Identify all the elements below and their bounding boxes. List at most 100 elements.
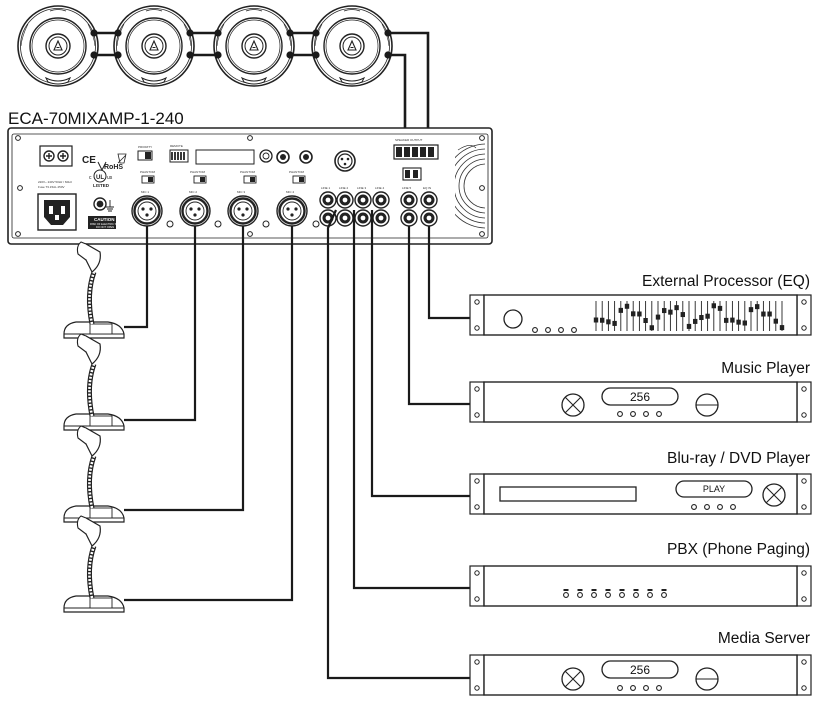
pbx-button-top: [563, 589, 569, 591]
rohs-mark: RoHS: [104, 164, 123, 171]
ceiling-speaker-icon: [311, 5, 393, 87]
device-label-media: Media Server: [718, 630, 810, 647]
rca-jack-icon: [372, 209, 390, 227]
media-server-display: 256: [630, 663, 650, 677]
mic-input-3-jack: [226, 194, 260, 228]
wire-terminals: [90, 29, 392, 59]
eq-slider-knob: [612, 320, 617, 326]
listed-mark: LISTED: [93, 183, 110, 188]
pbx-button: [605, 592, 611, 598]
ul-us-mark: us: [107, 175, 113, 181]
eq-slider-knob: [600, 317, 605, 323]
pbx-button: [647, 592, 653, 598]
line-label-4: LINE 4: [375, 186, 385, 190]
fan-arcs: [455, 143, 485, 229]
microphone-icon: [64, 426, 124, 522]
eq-slider-knob: [662, 308, 667, 314]
eq-slider-knob: [779, 325, 785, 331]
pbx-button: [633, 592, 639, 598]
rack-ear-icon: [469, 654, 485, 696]
line-label-6: EQ IN: [423, 186, 431, 190]
rca-jack-icon: [420, 191, 438, 209]
eq-slider-knob: [606, 319, 611, 325]
device-labels: External Processor (EQ) Music Player Blu…: [642, 273, 810, 647]
pbx-button-top: [619, 589, 625, 591]
rca-jack-icon: [420, 209, 438, 227]
rack-ear-icon: [796, 381, 812, 423]
eq-slider-knob: [686, 323, 692, 329]
pbx-button-top: [577, 589, 583, 591]
rack-ear-icon: [469, 381, 485, 423]
device-label-pbx: PBX (Phone Paging): [667, 541, 810, 558]
eq-slider-knob: [717, 305, 723, 311]
phantom-label-3: PHANTOM: [240, 170, 255, 174]
pbx-button-top: [605, 589, 611, 591]
music-player-display: 256: [630, 390, 650, 404]
speaker-output-label: SPEAKER OUTPUT: [395, 138, 423, 142]
rack-ear-icon: [796, 565, 812, 607]
ul-mark: UL: [96, 175, 104, 181]
media-server: 256: [469, 654, 812, 696]
device-label-eq: External Processor (EQ): [642, 273, 810, 290]
eq-slider-knob: [730, 317, 735, 323]
eq-slider-knob: [637, 311, 642, 317]
mic-label-2: MIC 2: [189, 190, 197, 194]
mic-label-1: MIC 1: [141, 190, 149, 194]
mic-label-4: MIC 4: [286, 190, 294, 194]
rack-ear-icon: [796, 654, 812, 696]
rca-jack-icon: [319, 191, 337, 209]
speaker-wiring: [94, 31, 430, 147]
mic-inputs: MIC 1 MIC 2 MIC 3 MIC 4: [130, 190, 320, 228]
rack-ear-icon: [796, 294, 812, 336]
eq-sliders: [593, 301, 785, 331]
mic-input-1-jack: [130, 194, 164, 228]
ceiling-speakers: [17, 5, 393, 87]
rca-jack-icon: [336, 191, 354, 209]
priority-label: PRIORITY: [138, 145, 152, 149]
pbx-button-top: [661, 589, 667, 591]
eq-slider-knob: [748, 307, 754, 313]
rack-ear-icon: [796, 473, 812, 515]
eq-slider-knob: [767, 311, 772, 317]
phantom-label-2: PHANTOM: [190, 170, 205, 174]
bluray-display: PLAY: [703, 484, 725, 494]
eq-slider-knob: [655, 314, 661, 320]
amplifier-rear-panel: CE RoHS UL c us LISTED 220V~ 240V 50Hz /…: [7, 127, 493, 245]
eq-slider-knob: [674, 305, 679, 311]
pbx-button-top: [591, 589, 597, 591]
line-label-2: LINE 2: [339, 186, 349, 190]
mic-cables: [124, 226, 294, 602]
line-inputs: LINE 1 LINE 2 LINE 3 LINE 4 LINE 5 EQ IN: [319, 186, 438, 227]
rca-jack-icon: [354, 191, 372, 209]
remote-label: REMOTE: [170, 144, 183, 148]
eq-slider-knob: [761, 311, 766, 317]
eq-slider-knob: [649, 325, 654, 331]
pbx-button: [577, 592, 583, 598]
mic-label-3: MIC 3: [237, 190, 245, 194]
phantom-label-1: PHANTOM: [140, 170, 155, 174]
eq-slider-knob: [711, 303, 716, 309]
eq-slider-knob: [724, 317, 729, 323]
pbx-phone-paging: [469, 565, 812, 607]
rack-ear-icon: [469, 565, 485, 607]
ceiling-speaker-icon: [17, 5, 99, 87]
speaker-output-terminal: SPEAKER OUTPUT: [393, 138, 439, 181]
eq-slider-knob: [699, 315, 704, 321]
caution-line1: RISK OF ELECTRIC SHOCK: [90, 222, 124, 226]
music-player: 256: [469, 381, 812, 423]
eq-slider-knob: [624, 303, 630, 309]
line-label-1: LINE 1: [321, 186, 331, 190]
eq-slider-knob: [668, 309, 673, 315]
eq-slider-knob: [736, 319, 741, 325]
ceiling-speaker-icon: [213, 5, 295, 87]
ceiling-speaker-icon: [113, 5, 195, 87]
caution-title: CAUTION: [94, 217, 115, 222]
eq-slider-knob: [643, 318, 648, 324]
rca-jack-icon: [400, 209, 418, 227]
rca-jack-icon: [400, 191, 418, 209]
eq-slider-knob: [618, 307, 623, 313]
device-label-bluray: Blu-ray / DVD Player: [667, 450, 810, 467]
phantom-switches: PHANTOM PHANTOM PHANTOM PHANTOM: [140, 170, 306, 184]
pbx-button: [619, 592, 625, 598]
